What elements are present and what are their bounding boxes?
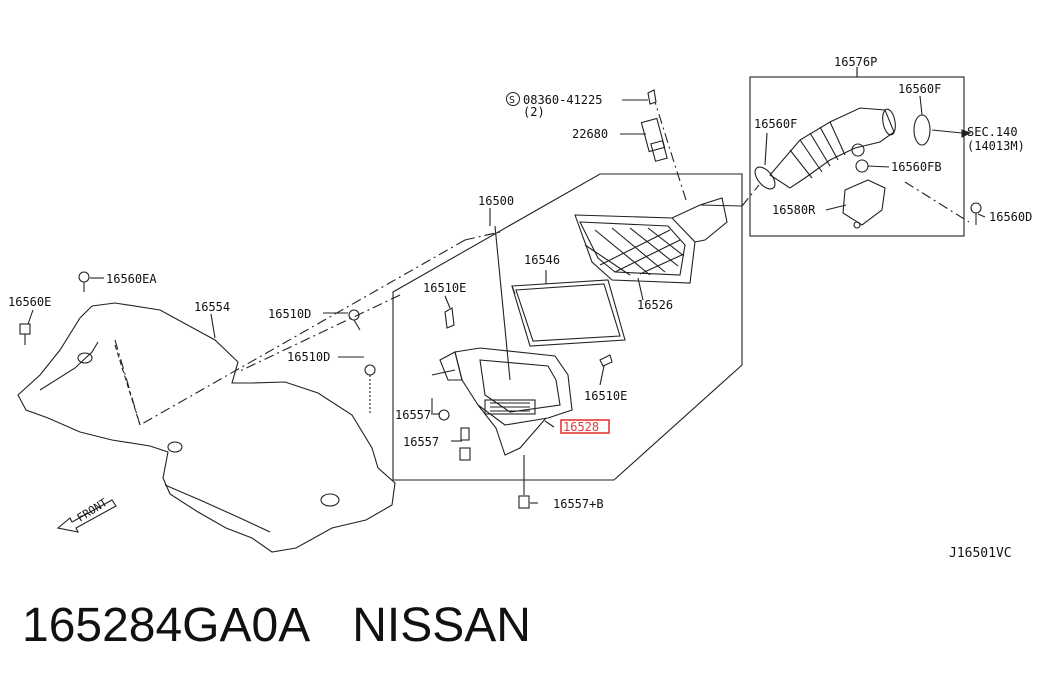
undercover-shape <box>17 302 396 553</box>
label-16510E-b: 16510E <box>584 389 627 403</box>
intake-duct-shape <box>754 107 972 229</box>
label-16557B: 16557+B <box>553 497 604 511</box>
label-bolt-qty: (2) <box>523 105 545 119</box>
fasteners <box>19 202 982 509</box>
label-16580R: 16580R <box>772 203 816 217</box>
part-number: 165284GA0A <box>22 599 311 652</box>
label-16554: 16554 <box>194 300 230 314</box>
label-front: FRONT <box>75 496 110 525</box>
highlight-box <box>560 419 610 434</box>
label-16560FB: 16560FB <box>891 160 942 174</box>
assembly-frame <box>392 173 743 481</box>
cleaner-cover-shape <box>574 197 743 284</box>
label-16560F-a: 16560F <box>898 82 941 96</box>
label-16557-a: 16557 <box>395 408 431 422</box>
label-16576P: 16576P <box>834 55 877 69</box>
label-16546: 16546 <box>524 253 560 267</box>
bolt-symbol-letter: S <box>509 95 515 106</box>
label-16560E: 16560E <box>8 295 51 309</box>
bolt-symbol-icon <box>506 92 520 106</box>
label-16510E-a: 16510E <box>423 281 466 295</box>
label-16526: 16526 <box>637 298 673 312</box>
label-16560D: 16560D <box>989 210 1032 224</box>
label-16500: 16500 <box>478 194 514 208</box>
front-arrow-icon <box>56 499 117 533</box>
label-16560F-b: 16560F <box>754 117 797 131</box>
filter-element-shape <box>511 279 626 347</box>
leader-lines <box>27 67 986 504</box>
part-labels: 16576P 16560F 16560F SEC.140 (14013M) 16… <box>8 55 1032 561</box>
maf-sensor-shape <box>640 89 668 162</box>
brand-name: NISSAN <box>352 599 531 652</box>
label-16510D-a: 16510D <box>268 307 311 321</box>
part-caption: 165284GA0A NISSAN <box>22 598 531 653</box>
label-bolt-code: 08360-41225 <box>523 93 602 107</box>
label-16528: 16528 <box>563 420 599 434</box>
label-16560EA: 16560EA <box>106 272 157 286</box>
label-16510D-b: 16510D <box>287 350 330 364</box>
label-22680: 22680 <box>572 127 608 141</box>
drawing-code: J16501VC <box>949 546 1012 561</box>
lower-case-shape <box>431 347 573 456</box>
label-sec140-ref: (14013M) <box>967 139 1025 153</box>
label-sec140: SEC.140 <box>967 125 1018 139</box>
label-16557-b: 16557 <box>403 435 439 449</box>
